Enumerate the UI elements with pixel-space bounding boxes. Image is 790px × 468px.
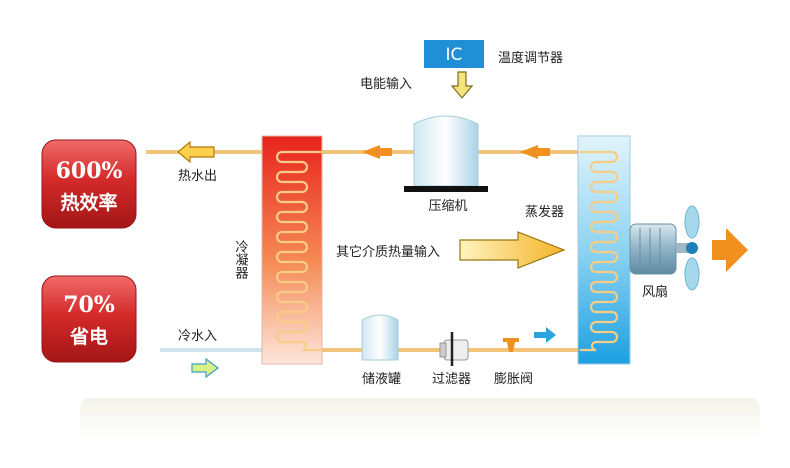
liquid-tank-label: 储液罐	[362, 372, 401, 387]
evaporator-label: 蒸发器	[525, 204, 564, 220]
ic-label: IC	[446, 45, 463, 65]
evaporator	[577, 135, 631, 365]
efficiency-value: 600%	[56, 158, 123, 184]
evaporator-coil	[580, 150, 619, 352]
compressor-label: 压缩机	[428, 198, 467, 214]
condenser-coil	[275, 150, 322, 352]
heat-input-label: 其它介质热量输入	[336, 244, 440, 260]
flow-arrow-bottom-right	[534, 327, 556, 343]
efficiency-badge: 600% 热效率	[41, 139, 137, 229]
liquid-tank	[361, 314, 399, 361]
efficiency-text: 热效率	[60, 191, 117, 214]
temp-regulator-label: 温度调节器	[498, 50, 563, 66]
power-input-arrow	[450, 71, 474, 99]
fan-exhaust-arrow	[712, 228, 748, 272]
heat-input-arrow	[459, 231, 566, 269]
hot-water-out-label: 热水出	[178, 169, 217, 184]
hot-water-out-arrow	[177, 140, 215, 164]
compressor	[404, 115, 488, 192]
expansion-valve-label: 膨胀阀	[494, 372, 533, 387]
ic-box	[424, 40, 484, 68]
power-input-label: 电能输入	[360, 76, 412, 92]
saving-value: 70%	[63, 292, 115, 318]
flow-arrow-top-left	[362, 145, 392, 159]
condenser-label: 冷凝器	[233, 240, 249, 280]
filter	[439, 332, 469, 366]
saving-text: 省电	[69, 325, 108, 348]
fan-label: 风扇	[642, 284, 668, 300]
expansion-valve	[503, 338, 519, 352]
floor-shadow	[80, 398, 760, 440]
fan	[629, 205, 700, 291]
condenser	[261, 135, 323, 365]
cold-water-in-arrow	[191, 357, 219, 379]
cold-water-in-label: 冷水入	[178, 329, 217, 344]
filter-label: 过滤器	[432, 372, 471, 387]
flow-arrow-top-right	[520, 145, 550, 159]
saving-badge: 70% 省电	[41, 275, 137, 363]
